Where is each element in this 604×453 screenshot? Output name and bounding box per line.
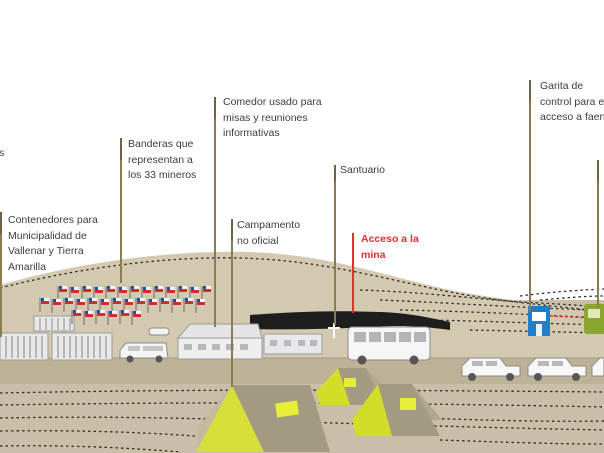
chilean-flag [201, 285, 212, 300]
label-acceso: Acceso a la mina [361, 233, 419, 261]
label-banderas: Banderas que representan a los 33 minero… [128, 138, 197, 181]
campamento-pole [231, 219, 233, 387]
label-santuario: Santuario [340, 164, 385, 176]
van [119, 342, 169, 363]
chilean-flag [51, 298, 62, 313]
comedor-pole-cap [214, 97, 216, 119]
chilean-flag [81, 285, 92, 300]
banderas-pole-cap [120, 138, 122, 160]
comedor-pole [214, 97, 216, 327]
chilean-flag [105, 285, 116, 300]
contenedores-pole-cap [0, 212, 2, 234]
chilean-flag [83, 310, 94, 325]
label-contenedores: Contenedores para Municipalidad de Valle… [8, 214, 98, 273]
chilean-flag [107, 310, 118, 325]
green-truck [584, 304, 604, 334]
chilean-flag [63, 297, 74, 312]
label-campamento: Campamento no oficial [237, 219, 301, 247]
chilean-flag [183, 297, 194, 312]
containers [0, 315, 113, 361]
chilean-flag [87, 297, 98, 312]
comedor-building [176, 323, 323, 360]
chilean-flag [153, 285, 164, 300]
bus [347, 326, 431, 365]
chilean-flag [95, 309, 106, 324]
chilean-flag [135, 297, 146, 312]
label-left-fragment: s [0, 147, 5, 159]
chilean-flag [159, 297, 170, 312]
label-garita: Garita de control para el acceso a faena [540, 80, 604, 123]
small-car [148, 327, 170, 336]
right-pole-cap [597, 160, 599, 182]
acceso-pole [352, 233, 354, 313]
chilean-flag [129, 285, 140, 300]
sanctuary-cross [328, 323, 340, 338]
chilean-flag [71, 309, 82, 324]
chilean-flag [39, 297, 50, 312]
mine-slope [250, 311, 450, 330]
campamento-pole-cap [231, 219, 233, 241]
garita-pole-cap [529, 80, 531, 102]
guard-booth [528, 306, 591, 336]
banderas-pole [120, 138, 122, 283]
chilean-flag [147, 298, 158, 313]
santuario-pole-cap [334, 165, 336, 181]
chilean-flag [99, 298, 110, 313]
label-comedor: Comedor usado para misas y reuniones inf… [223, 96, 322, 139]
chilean-flag [111, 297, 122, 312]
chilean-flag [171, 298, 182, 313]
tents [196, 368, 442, 452]
chilean-flag [195, 298, 206, 313]
right-pole [597, 160, 599, 308]
flags-group [39, 285, 212, 325]
chilean-flag [119, 309, 130, 324]
chilean-flag [177, 285, 188, 300]
santuario-pole [334, 165, 336, 325]
contenedores-pole [0, 212, 2, 337]
garita-pole [529, 80, 531, 312]
chilean-flag [131, 310, 142, 325]
chilean-flag [57, 285, 68, 300]
